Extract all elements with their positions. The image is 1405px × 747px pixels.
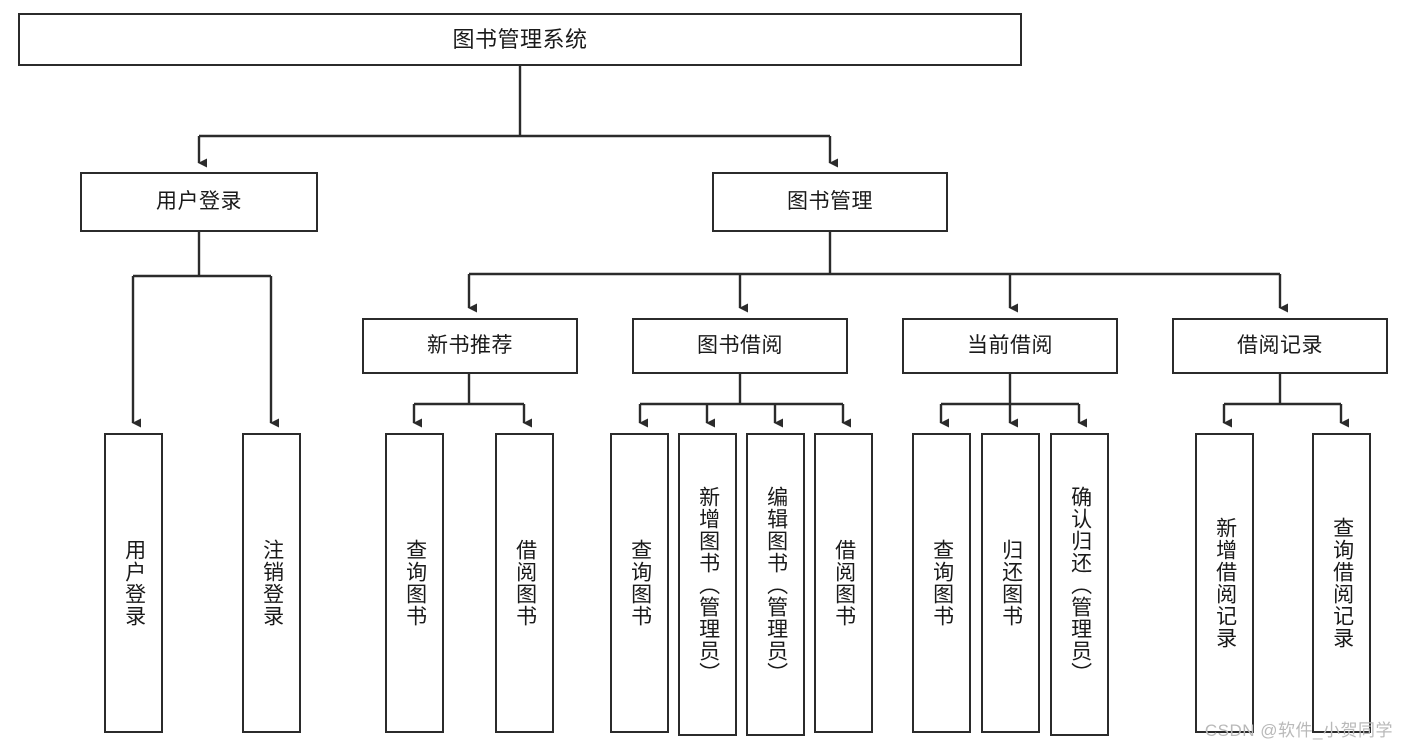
leaf-user-logout[interactable]: 注销登录 xyxy=(242,433,301,733)
node-label: 当前借阅 xyxy=(967,333,1053,357)
node-root-book-management-system[interactable]: 图书管理系统 xyxy=(18,13,1022,66)
node-label: 新书推荐 xyxy=(427,333,513,357)
leaf-recommend-query-book[interactable]: 查询图书 xyxy=(385,433,444,733)
leaf-borrow-edit-book-admin[interactable]: 编辑图书（管理员） xyxy=(746,433,805,736)
node-label: 图书管理系统 xyxy=(452,26,588,52)
leaf-borrow-lend-book[interactable]: 借阅图书 xyxy=(814,433,873,733)
node-label: 图书借阅 xyxy=(697,333,783,357)
node-new-book-recommendation[interactable]: 新书推荐 xyxy=(362,318,578,374)
node-borrowing-record[interactable]: 借阅记录 xyxy=(1172,318,1388,374)
node-label: 借阅图书 xyxy=(513,539,537,627)
node-label: 确认归还（管理员） xyxy=(1068,485,1092,684)
node-label: 图书管理 xyxy=(787,189,873,213)
leaf-borrow-add-book-admin[interactable]: 新增图书（管理员） xyxy=(678,433,737,736)
leaf-recommend-borrow-book[interactable]: 借阅图书 xyxy=(495,433,554,733)
leaf-user-login[interactable]: 用户登录 xyxy=(104,433,163,733)
node-user-login[interactable]: 用户登录 xyxy=(80,172,318,232)
leaf-current-confirm-return-admin[interactable]: 确认归还（管理员） xyxy=(1050,433,1109,736)
node-label: 用户登录 xyxy=(122,539,146,627)
node-label: 查询借阅记录 xyxy=(1330,517,1354,649)
node-book-management[interactable]: 图书管理 xyxy=(712,172,948,232)
node-label: 借阅记录 xyxy=(1237,333,1323,357)
node-label: 注销登录 xyxy=(260,539,284,627)
node-label: 编辑图书（管理员） xyxy=(764,485,788,684)
leaf-record-query-borrow-record[interactable]: 查询借阅记录 xyxy=(1312,433,1371,733)
node-label: 查询图书 xyxy=(628,539,652,627)
leaf-current-return-book[interactable]: 归还图书 xyxy=(981,433,1040,733)
leaf-record-add-borrow-record[interactable]: 新增借阅记录 xyxy=(1195,433,1254,733)
node-label: 新增借阅记录 xyxy=(1213,517,1237,649)
node-label: 借阅图书 xyxy=(832,539,856,627)
node-book-borrowing[interactable]: 图书借阅 xyxy=(632,318,848,374)
leaf-borrow-query-book[interactable]: 查询图书 xyxy=(610,433,669,733)
csdn-watermark: CSDN @软件_小贺同学 xyxy=(1204,721,1393,740)
node-label: 查询图书 xyxy=(403,539,427,627)
node-label: 用户登录 xyxy=(156,189,242,213)
leaf-current-query-book[interactable]: 查询图书 xyxy=(912,433,971,733)
node-current-borrowing[interactable]: 当前借阅 xyxy=(902,318,1118,374)
node-label: 归还图书 xyxy=(999,539,1023,627)
node-label: 新增图书（管理员） xyxy=(696,485,720,684)
node-label: 查询图书 xyxy=(930,539,954,627)
